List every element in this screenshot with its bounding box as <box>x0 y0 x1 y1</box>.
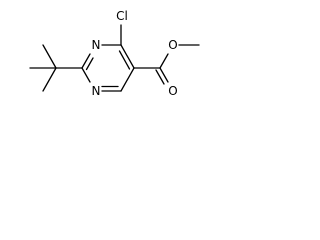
bond-c5-c6 <box>120 67 135 92</box>
atom-label-carbonyl-o: O <box>168 84 177 98</box>
bond-carbonyl-c-ester-o <box>159 53 169 69</box>
methyl-ester-group <box>133 44 200 85</box>
bond-tbu-methyl-lower <box>42 67 57 92</box>
bond-carbonyl-c-o-double <box>155 69 165 85</box>
bond-carbonyl-c-o <box>159 67 169 83</box>
bond-n3-c2 <box>81 67 91 83</box>
atom-label-ester-o: O <box>168 38 177 52</box>
atom-label-n1: N <box>92 38 101 52</box>
molecule-structure: N N Cl O O <box>29 9 200 98</box>
atom-label-n3: N <box>92 84 101 98</box>
bond-tbu-methyl-upper <box>42 44 57 69</box>
bond-c2-n1 <box>81 53 91 69</box>
pyrimidine-ring <box>81 44 135 92</box>
bond-c2-n1-double <box>85 57 94 71</box>
atom-label-cl: Cl <box>116 9 128 23</box>
bond-c4-c5-double <box>118 50 131 70</box>
bond-c4-c5 <box>120 44 135 69</box>
tert-butyl-group <box>29 44 83 92</box>
